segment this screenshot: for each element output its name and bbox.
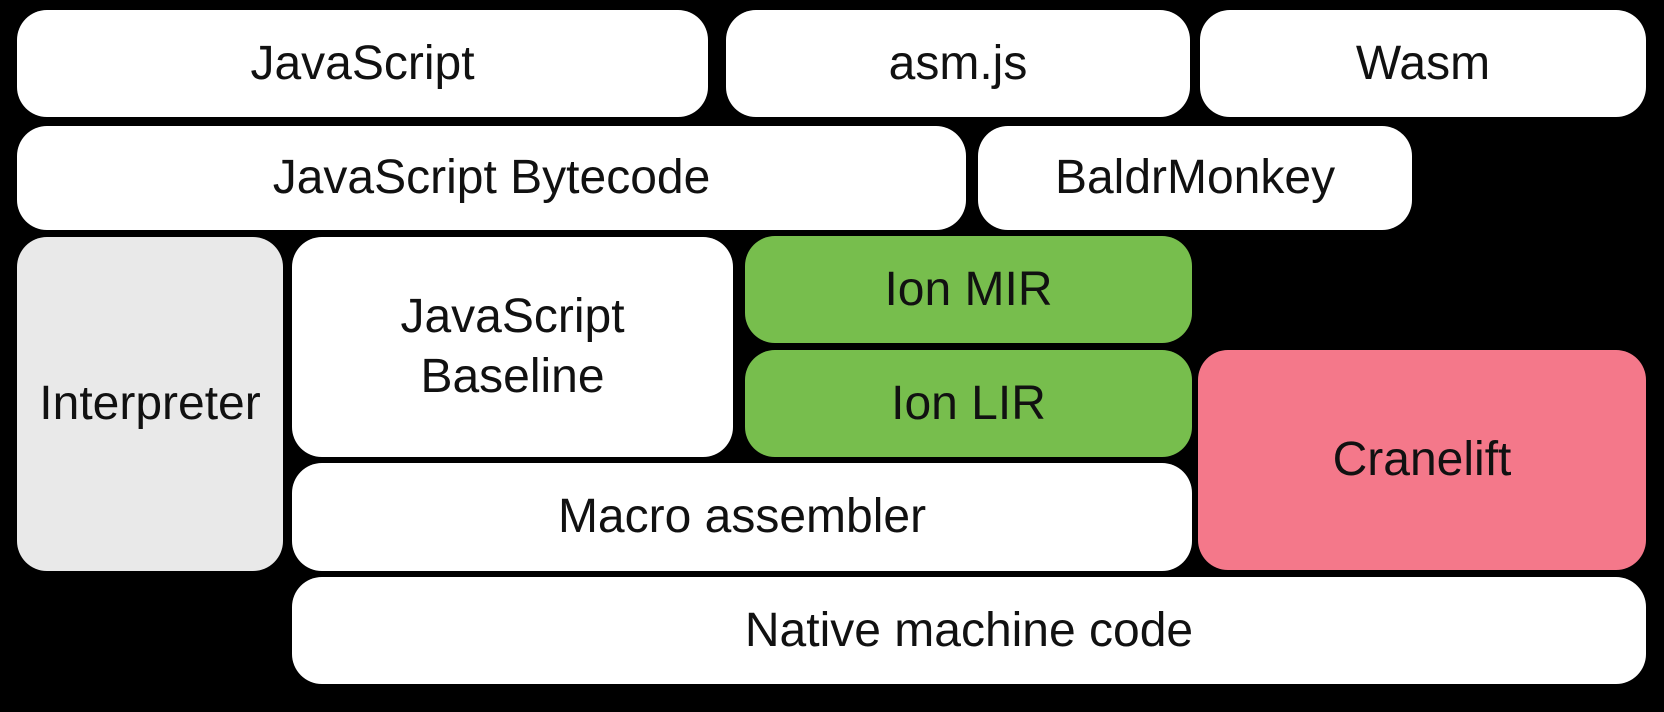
native-machine-code-label: Native machine code: [744, 603, 1194, 657]
interpreter-box: Interpreter: [17, 237, 283, 571]
javascript-label: JavaScript: [250, 36, 475, 90]
asmjs-label: asm.js: [888, 36, 1028, 90]
javascript-box: JavaScript: [17, 10, 708, 117]
cranelift-label: Cranelift: [1332, 433, 1512, 486]
ion-mir-box: Ion MIR: [745, 236, 1192, 343]
baldrmonkey-box: BaldrMonkey: [978, 126, 1412, 230]
wasm-label: Wasm: [1355, 36, 1491, 90]
javascript-bytecode-box: JavaScript Bytecode: [17, 126, 966, 230]
wasm-box: Wasm: [1200, 10, 1646, 117]
macro-assembler-label: Macro assembler: [557, 490, 927, 543]
ion-lir-box: Ion LIR: [745, 350, 1192, 457]
javascript-bytecode-label: JavaScript Bytecode: [272, 151, 711, 204]
baldrmonkey-label: BaldrMonkey: [1054, 151, 1336, 204]
macro-assembler-box: Macro assembler: [292, 463, 1192, 571]
native-machine-code-box: Native machine code: [292, 577, 1646, 684]
asmjs-box: asm.js: [726, 10, 1190, 117]
ion-mir-label: Ion MIR: [884, 262, 1053, 316]
javascript-baseline-label: JavaScript Baseline: [400, 290, 625, 403]
interpreter-label: Interpreter: [39, 377, 261, 430]
ion-lir-label: Ion LIR: [891, 376, 1046, 430]
cranelift-box: Cranelift: [1198, 350, 1646, 570]
javascript-baseline-box: JavaScript Baseline: [292, 237, 733, 457]
